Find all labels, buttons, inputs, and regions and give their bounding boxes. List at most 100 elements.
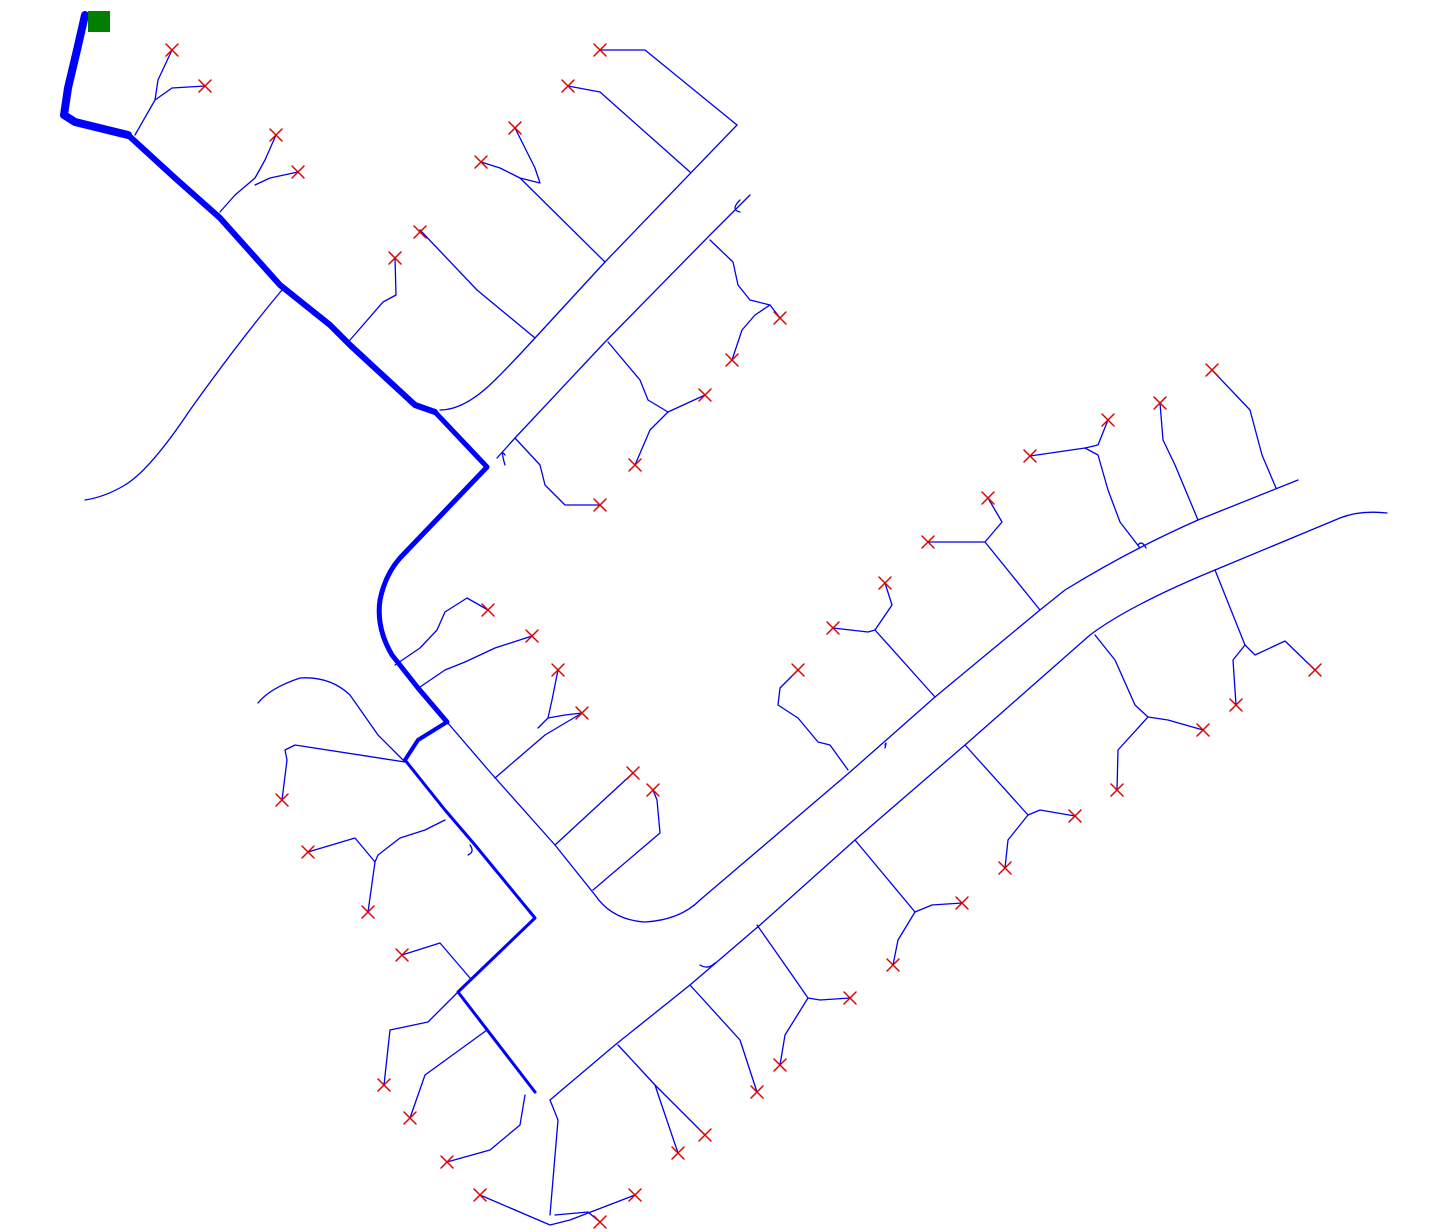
consumer-x-icon[interactable] bbox=[1309, 664, 1321, 676]
branch-line bbox=[710, 240, 780, 318]
branch-line bbox=[1005, 815, 1028, 868]
consumer-x-icon[interactable] bbox=[562, 80, 574, 92]
branch-line bbox=[515, 438, 600, 505]
branch-line bbox=[384, 992, 458, 1085]
branch-line bbox=[468, 845, 472, 855]
feeder-segment-main bbox=[128, 135, 435, 412]
feeder-segment-middle bbox=[379, 412, 487, 722]
consumer-x-icon[interactable] bbox=[292, 166, 304, 178]
branch-line bbox=[410, 1030, 487, 1118]
branch-line bbox=[550, 1100, 558, 1215]
feeder-segment-source bbox=[64, 15, 128, 135]
branch-line bbox=[420, 636, 532, 687]
consumer-x-icon[interactable] bbox=[647, 784, 659, 796]
branch-line bbox=[593, 790, 660, 890]
consumer-x-icon[interactable] bbox=[879, 577, 891, 589]
consumer-x-icon[interactable] bbox=[887, 959, 899, 971]
consumer-x-icon[interactable] bbox=[726, 354, 738, 366]
branch-line bbox=[757, 925, 850, 1000]
consumer-x-icon[interactable] bbox=[509, 122, 521, 134]
consumer-x-icon[interactable] bbox=[699, 1129, 711, 1141]
branch-line bbox=[700, 963, 715, 967]
branch-line bbox=[420, 230, 535, 338]
consumer-x-icon[interactable] bbox=[1069, 810, 1081, 822]
consumer-x-icon[interactable] bbox=[1102, 414, 1114, 426]
consumer-x-icon[interactable] bbox=[751, 1086, 763, 1098]
branch-line bbox=[1030, 448, 1140, 548]
consumer-x-icon[interactable] bbox=[1197, 724, 1209, 736]
consumer-x-icon[interactable] bbox=[270, 129, 282, 141]
feeder-segment-link bbox=[405, 722, 447, 760]
branch-lines bbox=[85, 50, 1387, 1225]
branch-line bbox=[885, 743, 886, 748]
feeder-path bbox=[64, 15, 535, 1092]
consumer-x-icon[interactable] bbox=[302, 846, 314, 858]
branch-line bbox=[368, 862, 375, 912]
branch-line bbox=[1117, 717, 1148, 790]
branch-line bbox=[1212, 370, 1276, 488]
consumer-x-icon[interactable] bbox=[594, 1216, 606, 1228]
branch-line bbox=[350, 258, 396, 340]
branch-line bbox=[928, 542, 1040, 610]
branch-line bbox=[155, 86, 205, 100]
branch-line bbox=[608, 342, 705, 412]
branch-line bbox=[520, 178, 605, 262]
branch-line bbox=[550, 512, 1387, 1100]
branch-line bbox=[985, 498, 1002, 542]
branch-line bbox=[1160, 403, 1198, 520]
branch-line bbox=[635, 412, 668, 465]
branch-line bbox=[618, 1045, 705, 1135]
consumer-x-icon[interactable] bbox=[1206, 364, 1218, 376]
branch-line bbox=[395, 598, 488, 665]
consumer-x-icon[interactable] bbox=[441, 1156, 453, 1168]
branch-line bbox=[308, 820, 445, 862]
branch-line bbox=[282, 745, 405, 800]
branch-line bbox=[875, 583, 892, 630]
branch-line bbox=[855, 840, 962, 912]
consumer-x-icon[interactable] bbox=[474, 1189, 486, 1201]
branch-line bbox=[402, 943, 470, 978]
consumer-x-icon[interactable] bbox=[627, 767, 639, 779]
consumer-x-icon[interactable] bbox=[166, 44, 178, 56]
consumer-x-icon[interactable] bbox=[414, 226, 426, 238]
consumer-x-icon[interactable] bbox=[629, 459, 641, 471]
branch-line bbox=[780, 998, 808, 1065]
consumer-x-icon[interactable] bbox=[792, 664, 804, 676]
branch-line bbox=[778, 670, 848, 770]
branch-line bbox=[690, 985, 757, 1092]
consumer-x-icon[interactable] bbox=[396, 949, 408, 961]
consumer-x-icon[interactable] bbox=[672, 1147, 684, 1159]
consumer-x-icon[interactable] bbox=[699, 389, 711, 401]
branch-line bbox=[732, 305, 770, 360]
branch-line bbox=[258, 678, 405, 762]
source-node[interactable] bbox=[88, 11, 110, 32]
consumer-x-icon[interactable] bbox=[526, 630, 538, 642]
branch-line bbox=[1215, 570, 1315, 670]
branch-line bbox=[833, 628, 935, 697]
branch-line bbox=[497, 195, 750, 458]
branch-line bbox=[480, 1195, 635, 1225]
consumer-x-icon[interactable] bbox=[552, 664, 564, 676]
branch-line bbox=[568, 86, 690, 172]
branch-line bbox=[481, 128, 540, 183]
branch-line bbox=[440, 125, 737, 410]
branch-line bbox=[447, 480, 1298, 922]
branch-line bbox=[503, 453, 506, 465]
branch-line bbox=[965, 745, 1075, 816]
consumer-x-icon[interactable] bbox=[982, 492, 994, 504]
branch-line bbox=[1233, 645, 1245, 705]
branch-line bbox=[538, 670, 558, 728]
branch-line bbox=[655, 1085, 678, 1153]
branch-line bbox=[447, 1095, 525, 1162]
consumer-x-icon[interactable] bbox=[475, 156, 487, 168]
consumer-x-icon[interactable] bbox=[482, 604, 494, 616]
branch-line bbox=[85, 290, 282, 500]
consumer-x-icon[interactable] bbox=[774, 1059, 786, 1071]
consumer-x-icon[interactable] bbox=[404, 1112, 416, 1124]
branch-line bbox=[220, 135, 276, 212]
consumer-x-icon[interactable] bbox=[629, 1189, 641, 1201]
branch-line bbox=[600, 50, 737, 125]
branch-line bbox=[1095, 635, 1203, 730]
consumer-x-icon[interactable] bbox=[774, 312, 786, 324]
